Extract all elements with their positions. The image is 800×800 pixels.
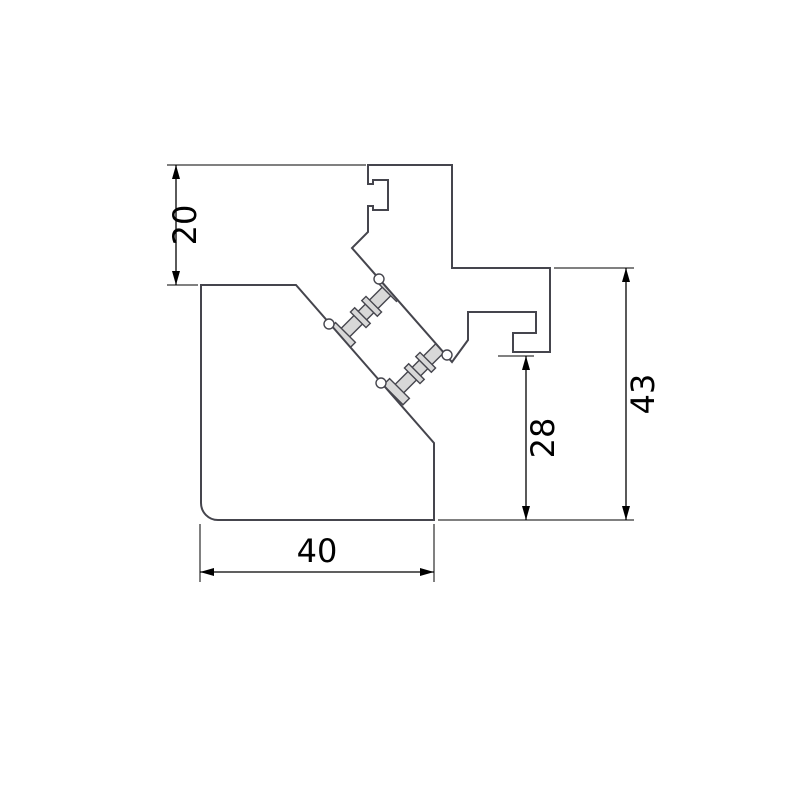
dimension-40: 40 [199,524,435,582]
seat-knob [441,349,453,361]
strut-body [338,284,394,340]
dimension-20-label: 20 [166,205,204,246]
arrowhead-down-icon [522,506,530,520]
arrowhead-left-icon [200,568,214,576]
dimension-20: 20 [166,164,366,286]
seat-knob [375,377,387,389]
strut-rib [360,295,383,318]
dimension-43-label: 43 [624,374,662,415]
seat-knob [373,273,385,285]
dimension-28: 28 [498,355,562,520]
dimension-43: 43 [438,267,662,521]
arrowhead-down-icon [622,506,630,520]
strut-rib [403,362,426,385]
seat-knob [323,318,335,330]
arrowhead-up-icon [622,268,630,282]
strut-rib [414,351,437,374]
arrowhead-right-icon [420,568,434,576]
strut-body [392,340,448,396]
dimension-40-label: 40 [297,532,338,570]
arrowhead-up-icon [172,165,180,179]
arrowhead-up-icon [522,356,530,370]
main-profile-outline [200,284,435,521]
upper-profile-outline [350,164,551,364]
strut-rib [349,306,372,329]
dimension-28-label: 28 [524,418,562,459]
arrowhead-down-icon [172,271,180,285]
